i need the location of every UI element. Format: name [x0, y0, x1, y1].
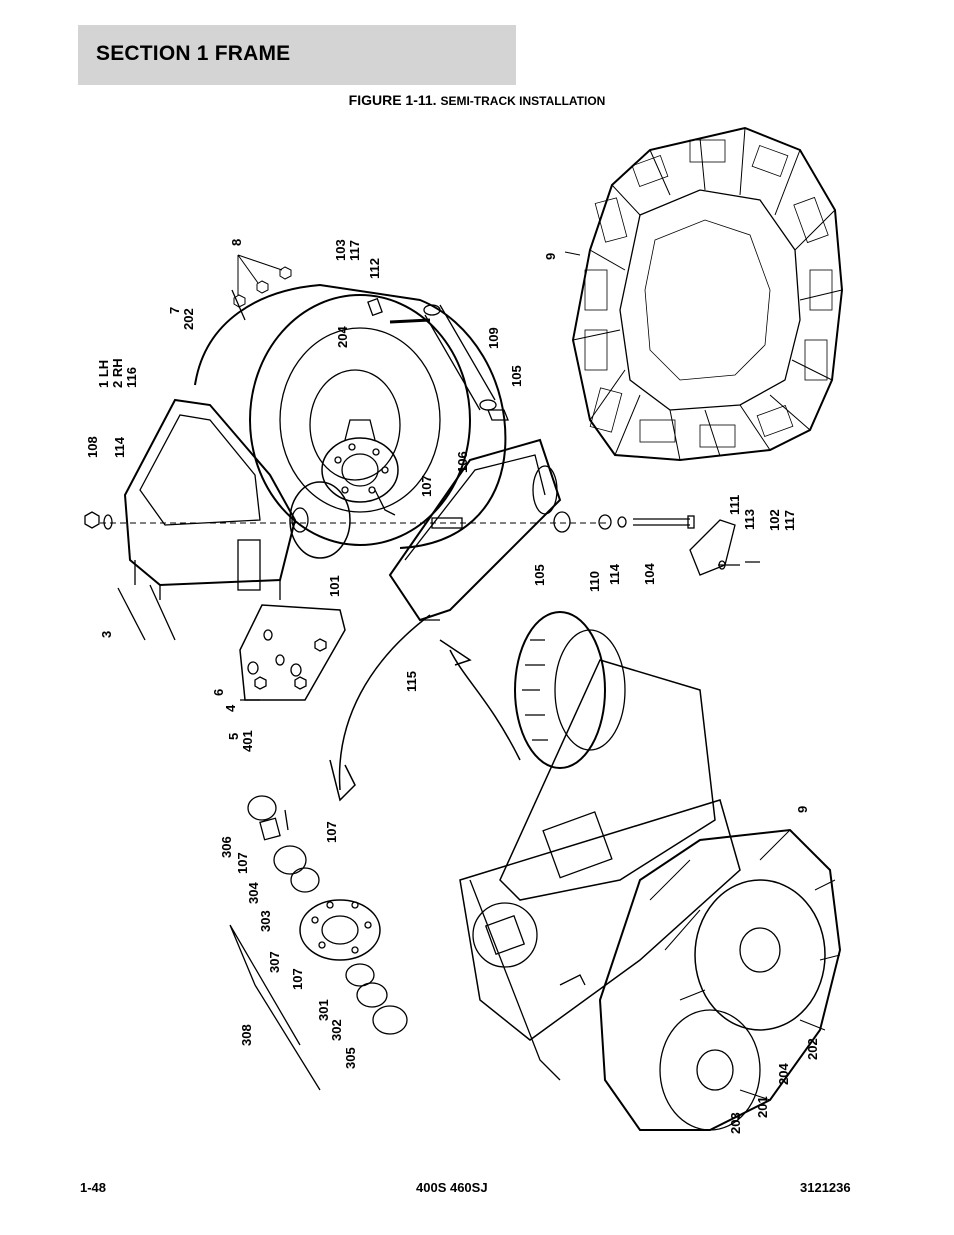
callout-2-rh: 2 RH — [110, 358, 125, 388]
callout-204-lower: 204 — [776, 1063, 791, 1085]
callout-107: 107 — [419, 475, 434, 497]
axle-bearing — [100, 481, 610, 559]
section-header: SECTION 1 FRAME — [78, 25, 516, 85]
callout-106: 106 — [455, 451, 470, 473]
footer-model: 400S 460SJ — [416, 1180, 488, 1195]
section-title: SECTION 1 FRAME — [96, 42, 291, 65]
callout-204: 204 — [335, 326, 350, 348]
callout-7: 7 — [167, 306, 182, 314]
callout-117: 117 — [347, 240, 362, 261]
hub-on-wheel — [321, 419, 399, 516]
callout-102: 102 — [767, 509, 782, 531]
callout-107-c: 107 — [290, 968, 305, 990]
studs — [233, 254, 292, 308]
callout-101: 101 — [327, 575, 342, 597]
callout-9-lower: 9 — [795, 805, 810, 813]
callout-109: 109 — [486, 327, 501, 349]
footer-page-number: 1-48 — [80, 1180, 107, 1195]
figure-number: FIGURE 1-11. — [348, 92, 437, 108]
callout-304: 304 — [246, 882, 261, 904]
nut-washer-left — [84, 511, 113, 530]
callout-117-lower: 117 — [782, 510, 797, 531]
callout-115: 115 — [404, 671, 419, 692]
figure-title: FIGURE 1-11. SEMI-TRACK INSTALLATION — [0, 92, 954, 108]
callout-1-lh: 1 LH — [96, 359, 111, 388]
mount-plate — [117, 584, 346, 701]
track-assembly-lower — [598, 828, 842, 1131]
callout-104: 104 — [642, 563, 657, 585]
callout-114-lower: 114 — [607, 564, 622, 585]
wheel-tire — [194, 283, 507, 549]
callout-108: 108 — [85, 436, 100, 458]
callout-105-lower: 105 — [532, 564, 547, 586]
callout-114: 114 — [112, 437, 127, 458]
callout-308: 308 — [239, 1024, 254, 1046]
callout-5: 5 — [226, 732, 241, 740]
callout-201: 201 — [755, 1096, 770, 1118]
callout-4: 4 — [223, 704, 238, 712]
callout-116: 116 — [124, 367, 139, 388]
callout-305: 305 — [343, 1047, 358, 1069]
callout-8: 8 — [229, 238, 244, 246]
callout-107-a: 107 — [235, 852, 250, 874]
callout-401: 401 — [240, 730, 255, 752]
callout-9-upper: 9 — [543, 252, 558, 260]
callout-202: 202 — [181, 308, 196, 330]
machine-chassis — [459, 611, 741, 1081]
callout-112: 112 — [367, 258, 382, 279]
footer-doc-number: 3121236 — [800, 1180, 851, 1195]
callout-303: 303 — [258, 910, 273, 932]
pin-hardware — [553, 511, 695, 533]
callout-301: 301 — [316, 999, 331, 1021]
callout-203: 203 — [728, 1112, 743, 1134]
callout-105-upper: 105 — [509, 365, 524, 387]
callout-110: 110 — [587, 571, 602, 592]
callout-113: 113 — [742, 509, 757, 530]
callout-3: 3 — [99, 630, 114, 638]
callout-306: 306 — [219, 836, 234, 858]
swing-arm — [388, 438, 562, 622]
figure-name: SEMI-TRACK INSTALLATION — [440, 94, 606, 108]
callout-302: 302 — [329, 1019, 344, 1041]
callout-107-b: 107 — [324, 821, 339, 843]
callout-111: 111 — [727, 494, 742, 515]
installation-arrows — [329, 614, 521, 802]
track-assembly-upper — [564, 126, 844, 462]
callout-103: 103 — [333, 239, 348, 261]
frame-bracket — [123, 398, 297, 600]
callout-6: 6 — [211, 688, 226, 696]
cover-plate — [689, 519, 760, 576]
callout-307: 307 — [267, 951, 282, 973]
callout-202-lower: 202 — [805, 1038, 820, 1060]
hub-exploded — [229, 795, 408, 1091]
pivot-pin — [367, 297, 509, 421]
